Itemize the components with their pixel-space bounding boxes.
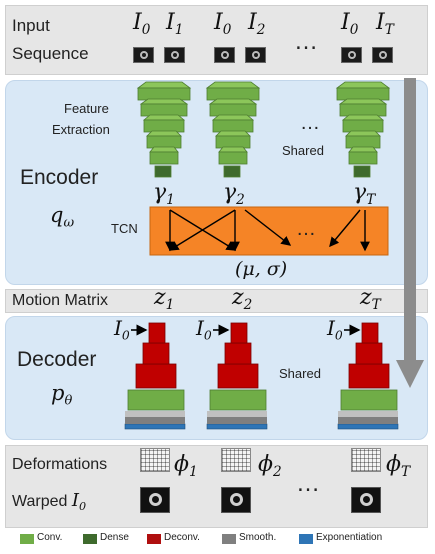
input-sequence-band [5, 5, 428, 75]
shared-weights-arrow [396, 78, 424, 388]
legend-swatch-dense [83, 534, 97, 544]
input-frame-thumbnail [133, 47, 154, 63]
deformation-symbol: ϕ1 [174, 452, 198, 480]
decoder-shared-label: Shared [279, 366, 321, 381]
deformation-field-image [351, 448, 381, 472]
input-frame-label: I0 [133, 10, 151, 38]
latent-code-label: zT [360, 285, 381, 313]
feature-extractor-stack [205, 81, 261, 178]
motion-matrix-label: Motion Matrix [12, 292, 109, 309]
latent-code-label: z1 [154, 285, 175, 313]
motion-matrix-band [5, 289, 428, 313]
warped-image [221, 487, 251, 513]
input-frame-thumbnail [372, 47, 393, 63]
input-frame-thumbnail [341, 47, 362, 63]
tcn-block [149, 206, 389, 256]
encoder-ellipsis: … [300, 112, 320, 134]
legend-swatch-smooth [222, 534, 236, 544]
decoder-input-label: I0 [114, 316, 130, 343]
warped-label: Warped I0 [12, 490, 87, 513]
legend-label-conv: Conv. [37, 532, 63, 543]
legend-swatch-conv [20, 534, 34, 544]
feature-extractor-stack [136, 81, 192, 178]
input-label-line2: Sequence [12, 44, 89, 63]
tcn-connections [165, 209, 370, 252]
warped-image [140, 487, 170, 513]
decoder-symbol: pθ [51, 381, 73, 409]
deformations-label: Deformations [12, 456, 108, 473]
input-label-line1: Input [12, 16, 50, 35]
input-frame-label: I1 [166, 10, 184, 38]
tcn-ellipsis: … [296, 218, 316, 240]
feature-extraction-label-line2: Extraction [52, 122, 110, 137]
warped-image [351, 487, 381, 513]
encoder-shared-label: Shared [282, 143, 324, 158]
latent-feature-label: γ1 [153, 180, 175, 208]
tcn-label: TCN [111, 221, 138, 236]
output-ellipsis: … [296, 470, 320, 497]
legend-label-deconv: Deconv. [164, 532, 200, 543]
input-frame-label: I0 [341, 10, 359, 38]
legend-label-dense: Dense [100, 532, 129, 543]
encoder-symbol: qω [50, 203, 75, 231]
decoder-stack [206, 322, 268, 430]
decoder-input-label: I0 [327, 316, 343, 343]
latent-feature-label: γ2 [223, 180, 245, 208]
deformation-field-image [140, 448, 170, 472]
decoder-stack [337, 322, 399, 430]
legend-swatch-exponentiation [299, 534, 313, 544]
legend-label-smooth: Smooth. [239, 532, 277, 543]
input-frame-thumbnail [245, 47, 266, 63]
encoder-title: Encoder [20, 166, 99, 189]
legend-swatch-deconv [147, 534, 161, 544]
input-frame-thumbnail [164, 47, 185, 63]
input-frame-thumbnail [214, 47, 235, 63]
latent-feature-label: γT [353, 180, 376, 208]
deformation-symbol: ϕT [386, 452, 411, 480]
input-ellipsis: … [294, 28, 318, 55]
deformation-symbol: ϕ2 [258, 452, 282, 480]
input-frame-label: I2 [248, 10, 266, 38]
decoder-input-label: I0 [196, 316, 212, 343]
latent-code-label: z2 [232, 285, 253, 313]
input-frame-label: IT [376, 10, 394, 38]
legend-label-exponentiation: Exponentiation [316, 532, 383, 543]
decoder-stack [124, 322, 186, 430]
deformation-field-image [221, 448, 251, 472]
distribution-params: (μ, σ) [235, 258, 288, 280]
feature-extraction-label-line1: Feature [64, 101, 109, 116]
feature-extractor-stack [335, 81, 391, 178]
decoder-title: Decoder [17, 348, 97, 371]
input-frame-label: I0 [214, 10, 232, 38]
